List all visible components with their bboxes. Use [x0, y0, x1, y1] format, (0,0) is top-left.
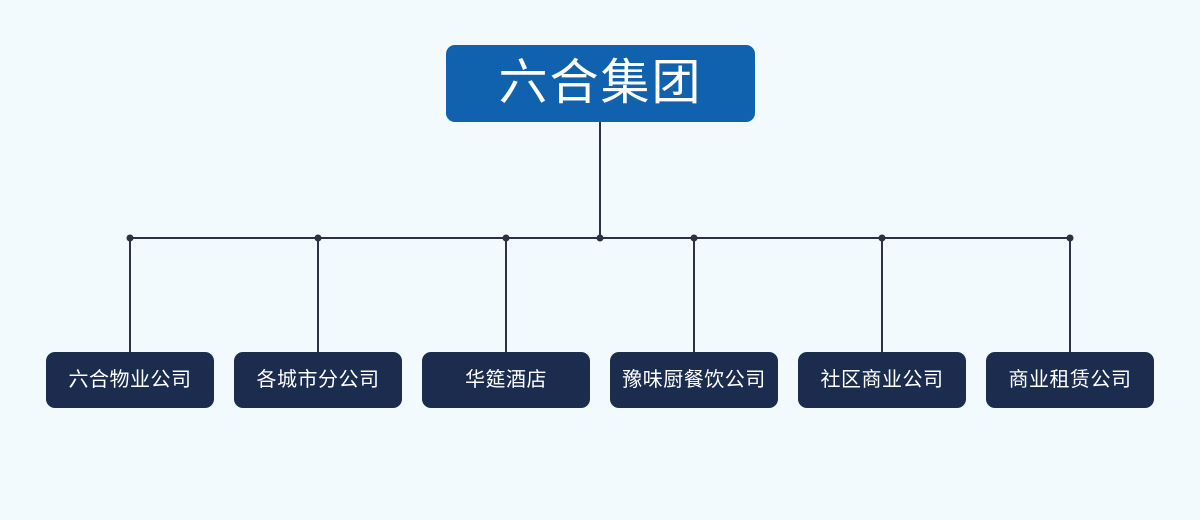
node-child-6-label: 商业租赁公司 — [1008, 369, 1132, 391]
node-child-2-label: 各城市分公司 — [256, 369, 380, 391]
junction-dot-4 — [690, 234, 698, 242]
node-child-1[interactable]: 六合物业公司 — [46, 352, 214, 408]
junction-dot-trunk — [596, 234, 604, 242]
junction-dot-6 — [1066, 234, 1074, 242]
node-child-2[interactable]: 各城市分公司 — [234, 352, 402, 408]
node-child-5-label: 社区商业公司 — [820, 369, 944, 391]
junction-dot-3 — [502, 234, 510, 242]
node-root-label: 六合集团 — [498, 56, 703, 110]
node-child-6[interactable]: 商业租赁公司 — [986, 352, 1154, 408]
node-child-3-label: 华筵酒店 — [465, 369, 547, 391]
node-child-5[interactable]: 社区商业公司 — [798, 352, 966, 408]
node-child-4[interactable]: 豫味厨餐饮公司 — [610, 352, 778, 408]
junction-dot-1 — [126, 234, 134, 242]
node-root[interactable]: 六合集团 — [446, 45, 755, 122]
node-child-4-label: 豫味厨餐饮公司 — [622, 369, 766, 391]
node-child-3[interactable]: 华筵酒店 — [422, 352, 590, 408]
junction-dot-2 — [314, 234, 322, 242]
junction-dot-5 — [878, 234, 886, 242]
node-child-1-label: 六合物业公司 — [68, 369, 192, 391]
